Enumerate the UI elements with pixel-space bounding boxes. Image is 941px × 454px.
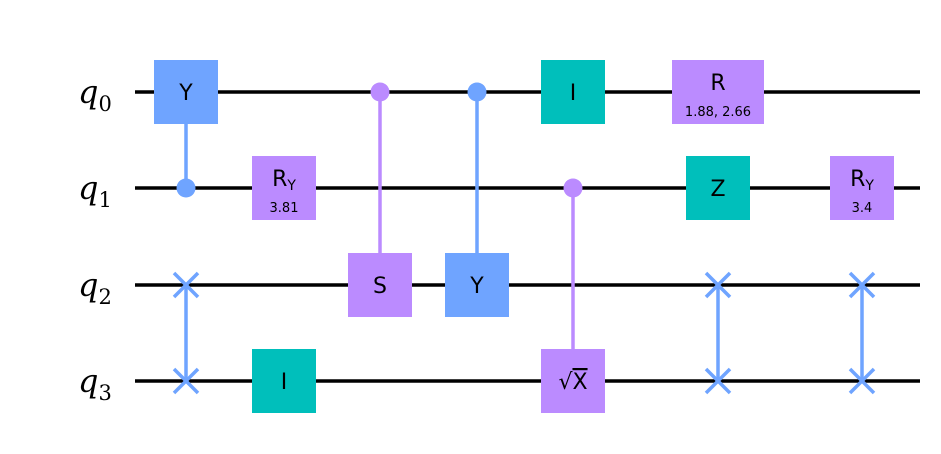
gate-box xyxy=(445,253,509,317)
gate-label-main: R xyxy=(272,167,287,192)
qubit-label-q0: q0 xyxy=(78,73,112,116)
connectors-layer xyxy=(172,82,876,395)
swap-cross-stroke xyxy=(848,271,876,299)
gate-y-q0: Y xyxy=(154,60,218,124)
qubit-label-name: q xyxy=(78,362,98,400)
gate-box xyxy=(830,156,894,220)
swap-cross-swap-3-1 xyxy=(848,367,876,395)
gate-label-main: Y xyxy=(469,274,484,299)
swap-cross-stroke xyxy=(704,367,732,395)
wires-layer xyxy=(135,90,920,383)
gate-ry-q1-b: RY 3.4 xyxy=(830,156,894,220)
gate-label-main: I xyxy=(281,370,288,395)
gate-label-main: Y xyxy=(178,81,193,106)
swap-cross-swap-2-0 xyxy=(704,271,732,299)
swap-cross-swap-2-1 xyxy=(704,367,732,395)
qubit-label-index: 1 xyxy=(98,188,111,212)
gate-sx-q3: √X xyxy=(541,349,605,413)
gate-label-main: Z xyxy=(710,177,725,202)
gate-label: Y xyxy=(178,81,193,106)
qubit-label-q1: q1 xyxy=(78,169,112,212)
control-dot-cy-2 xyxy=(467,82,487,102)
qubit-label-index: 2 xyxy=(98,285,111,309)
qubit-label-name: q xyxy=(78,73,98,111)
swap-cross-swap-1-1 xyxy=(172,367,200,395)
qubit-label-index: 0 xyxy=(98,92,111,116)
swap-cross-stroke xyxy=(172,271,200,299)
gate-label-main: I xyxy=(570,81,577,106)
gate-label-main: R xyxy=(850,167,865,192)
gate-label-main: S xyxy=(373,274,387,299)
gate-box xyxy=(348,253,412,317)
gate-label: R xyxy=(710,71,725,96)
gate-label-main: R xyxy=(710,71,725,96)
gate-label: S xyxy=(373,274,387,299)
control-dot-cy-1 xyxy=(176,178,196,198)
gate-box xyxy=(252,156,316,220)
gate-r-q0: R 1.88, 2.66 xyxy=(672,60,764,124)
gate-box xyxy=(686,156,750,220)
gate-i-q3-a: I xyxy=(252,349,316,413)
swap-cross-swap-3-0 xyxy=(848,271,876,299)
gate-label: Z xyxy=(710,177,725,202)
qubit-label-q2: q2 xyxy=(78,266,112,309)
gate-box xyxy=(541,349,605,413)
gate-param: 3.81 xyxy=(270,201,299,216)
control-dot-csx-1 xyxy=(563,178,583,198)
swap-cross-stroke xyxy=(704,271,732,299)
qubit-label-name: q xyxy=(78,266,98,304)
gate-label: RY xyxy=(272,167,296,194)
gate-y-q2: Y xyxy=(445,253,509,317)
gate-s-q2: S xyxy=(348,253,412,317)
gate-box xyxy=(541,60,605,124)
gate-label-arg: X xyxy=(572,370,587,395)
qubit-label-name: q xyxy=(78,169,98,207)
swap-cross-swap-1-0 xyxy=(172,271,200,299)
gate-box xyxy=(252,349,316,413)
swap-cross-stroke xyxy=(848,367,876,395)
gate-box xyxy=(154,60,218,124)
gate-label: √X xyxy=(558,370,587,395)
gate-label-sub: Y xyxy=(864,178,874,194)
gate-param: 3.4 xyxy=(852,201,873,216)
gate-box xyxy=(672,60,764,124)
qubit-label-index: 3 xyxy=(98,381,111,405)
gate-label: I xyxy=(281,370,288,395)
gate-ry-q1-a: RY 3.81 xyxy=(252,156,316,220)
gate-param: 1.88, 2.66 xyxy=(685,105,751,120)
gate-i-q0-b: I xyxy=(541,60,605,124)
gate-label: Y xyxy=(469,274,484,299)
gate-label-sub: Y xyxy=(286,178,296,194)
gate-label: RY xyxy=(850,167,874,194)
gate-z-q1: Z xyxy=(686,156,750,220)
gate-label: I xyxy=(570,81,577,106)
swap-cross-stroke xyxy=(172,367,200,395)
control-dot-cs-1 xyxy=(370,82,390,102)
qubit-label-q3: q3 xyxy=(78,362,112,405)
gate-label-root: √ xyxy=(558,370,573,395)
